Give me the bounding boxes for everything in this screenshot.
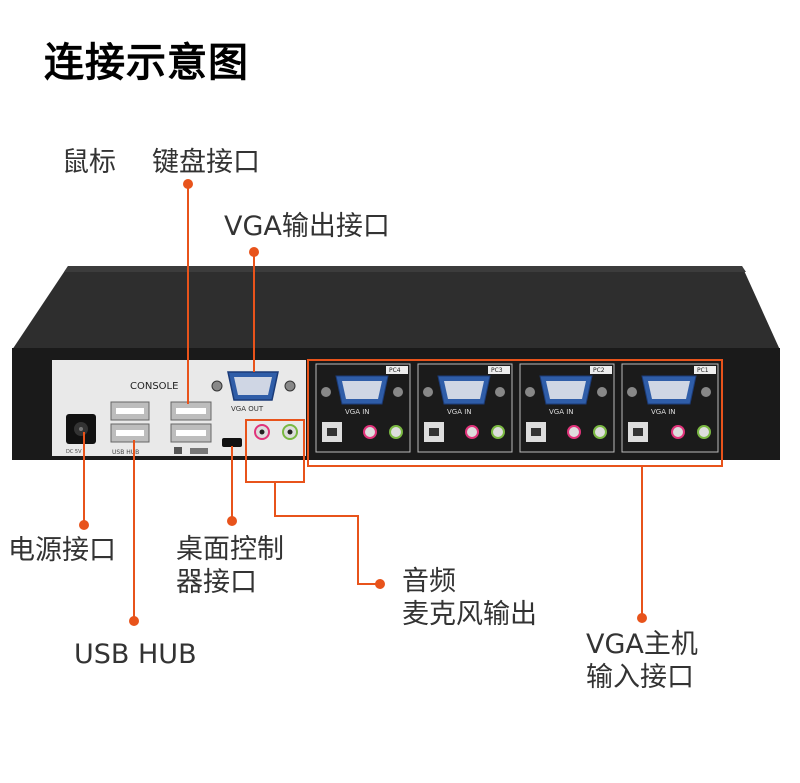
callout-dots — [79, 179, 647, 626]
callout-lines — [83, 186, 723, 620]
pc-module-4: PC4 VGA IN — [315, 363, 411, 453]
pc-module-2: PC2 VGA IN — [519, 363, 615, 453]
label-vga-host-input: VGA主机 输入接口 — [586, 628, 698, 694]
label-desktop-controller-line2: 器接口 — [176, 567, 257, 598]
label-audio-mic: 音频 麦克风输出 — [402, 565, 537, 631]
vga-in-label-1: VGA IN — [651, 408, 676, 416]
label-desktop-controller-line1: 桌面控制 — [176, 534, 284, 565]
pc-tag-4: PC4 — [389, 367, 401, 374]
vga-in-label-4: VGA IN — [345, 408, 370, 416]
pc-tag-2: PC2 — [593, 367, 605, 374]
label-usb-hub: USB HUB — [74, 639, 197, 670]
diagram-title: 连接示意图 — [44, 39, 249, 86]
pc-module-1: PC1 VGA IN — [621, 363, 719, 453]
dc-label: DC 5V — [66, 449, 82, 455]
label-vga-out-port: VGA输出接口 — [224, 211, 390, 242]
vga-in-label-3: VGA IN — [447, 408, 472, 416]
usb-hub-ports — [110, 401, 150, 443]
console-usb-ports — [170, 401, 212, 443]
label-mouse: 鼠标 — [62, 147, 116, 178]
pc-modules: PC4 VGA IN PC3 VGA IN PC2 — [315, 363, 719, 453]
mini-usb-port — [222, 438, 242, 447]
console-label: CONSOLE — [130, 381, 178, 392]
pc-tag-1: PC1 — [697, 367, 709, 374]
vga-out-label: VGA OUT — [231, 405, 264, 413]
label-vga-host-line1: VGA主机 — [586, 629, 698, 660]
label-desktop-controller: 桌面控制 器接口 — [176, 533, 284, 599]
label-audio-line2: 麦克风输出 — [402, 599, 537, 630]
pc-module-3: PC3 VGA IN — [417, 363, 513, 453]
label-vga-host-line2: 输入接口 — [586, 662, 694, 693]
label-keyboard-port: 键盘接口 — [152, 147, 260, 178]
device-top-panel — [12, 266, 780, 350]
vga-in-label-2: VGA IN — [549, 408, 574, 416]
label-audio-line1: 音频 — [402, 566, 456, 597]
usb-hub-port-label: USB HUB — [112, 449, 139, 456]
pc-tag-3: PC3 — [491, 367, 503, 374]
vga-out-port — [211, 371, 296, 401]
label-power-port: 电源接口 — [8, 535, 116, 566]
